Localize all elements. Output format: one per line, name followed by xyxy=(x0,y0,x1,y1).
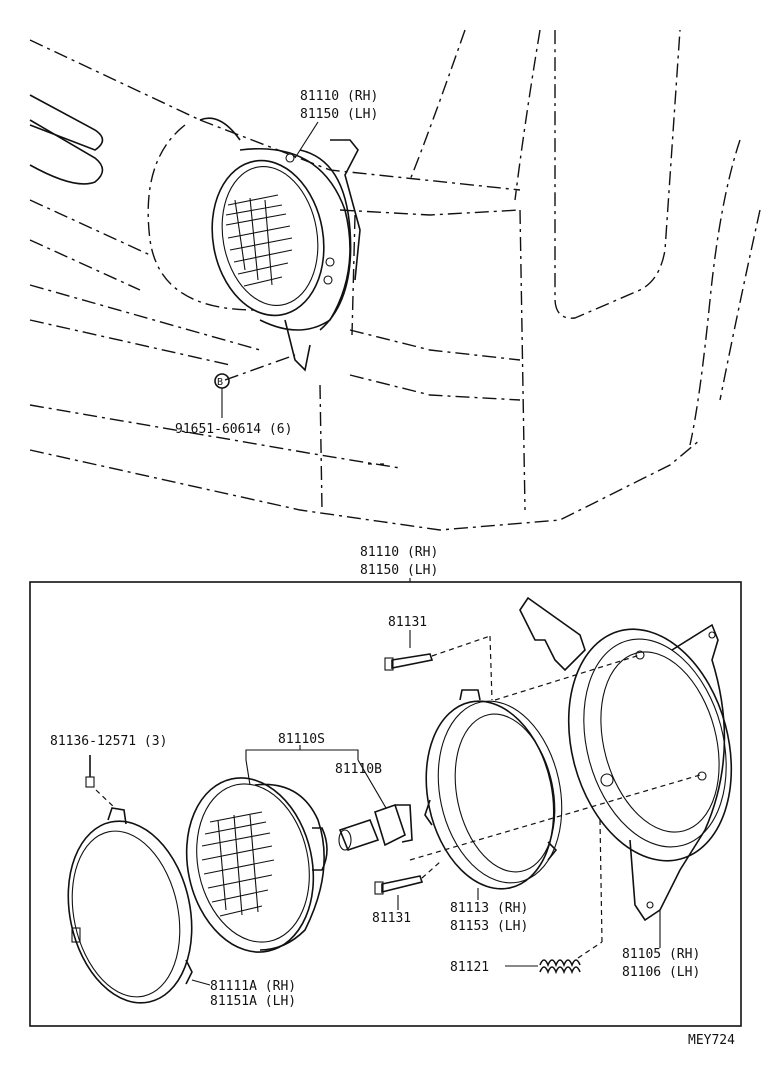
label-spring: 81121 xyxy=(450,960,489,975)
label-sealed-beam: 81110S xyxy=(278,732,325,747)
label-upper-assembly-lh: 81150 (LH) xyxy=(300,107,378,122)
screw-left: 81136-12571 (3) xyxy=(50,734,167,809)
label-upper-assembly-rh: 81110 (RH) xyxy=(300,89,378,104)
label-retainer-rh: 81111A (RH) xyxy=(210,979,296,994)
label-screw-part: 91651-60614 (6) xyxy=(175,422,292,437)
label-bracket-rh: 81105 (RH) xyxy=(622,947,700,962)
exploded-view-frame xyxy=(29,581,742,1027)
label-bracket-lh: 81106 (LH) xyxy=(622,965,700,980)
label-retainer-lh: 81151A (LH) xyxy=(210,994,296,1009)
vehicle-body-outline xyxy=(29,29,761,531)
screw-bottom: 81131 xyxy=(372,861,441,926)
label-ring-lh: 81153 (LH) xyxy=(450,919,528,934)
label-screw-left: 81136-12571 (3) xyxy=(50,734,167,749)
adjusting-spring: 81121 xyxy=(450,941,603,975)
label-bulb: 81110B xyxy=(335,762,382,777)
headlamp-housing-upper xyxy=(147,117,361,381)
fastener-b-letter: B xyxy=(217,377,223,388)
label-screw-top: 81131 xyxy=(388,615,427,630)
mounting-ring: 81113 (RH) 81153 (LH) xyxy=(424,689,563,934)
headlamp-bracket: 81105 (RH) 81106 (LH) xyxy=(409,596,733,980)
label-screw-bottom: 81131 xyxy=(372,911,411,926)
screw-top: 81131 xyxy=(384,615,493,701)
diagram-code: MEY724 xyxy=(688,1033,735,1048)
label-box-assembly-rh: 81110 (RH) xyxy=(360,545,438,560)
callout-upper: 81110 (RH) 81150 (LH) B 91651-60614 (6) xyxy=(175,89,378,437)
label-ring-rh: 81113 (RH) xyxy=(450,901,528,916)
bulb: 81110B xyxy=(335,759,413,851)
retaining-ring xyxy=(67,807,211,1004)
sealed-beam-unit: 81110S xyxy=(185,732,359,953)
label-box-assembly-lh: 81150 (LH) xyxy=(360,563,438,578)
